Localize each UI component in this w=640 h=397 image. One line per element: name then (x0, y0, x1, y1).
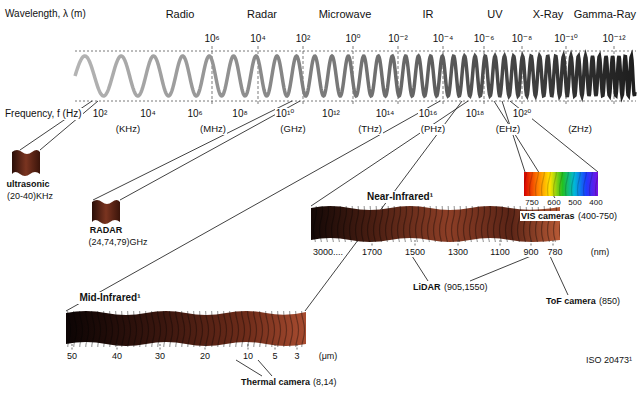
mid-infrared-strip (66, 311, 306, 346)
sensor-name: VIS cameras (520, 211, 576, 221)
visible-strip (524, 172, 598, 196)
frequency-unit: (EHz) (495, 124, 521, 135)
frequency-unit: (MHz) (199, 124, 227, 135)
frequency-value: 10² (92, 108, 108, 120)
scale-value: (μm) (318, 351, 339, 361)
frequency-value: 10¹² (321, 108, 341, 120)
sensor-range: (24,74,79)GHz (87, 237, 148, 247)
sensor-range: (8,14) (312, 377, 338, 387)
frequency-unit: (GHz) (279, 124, 306, 135)
scale-value: 5 (271, 351, 278, 361)
axis-title: Wavelength, λ (m) (4, 8, 87, 20)
wavelength-value: 10⁻¹² (601, 33, 626, 45)
standard-note: ISO 20473¹ (585, 355, 633, 365)
wavelength-value: 10⁴ (249, 33, 266, 45)
scale-value: 1100 (489, 247, 510, 257)
wavelength-value: 10⁻² (387, 33, 409, 45)
scale-value: 600 (546, 198, 561, 207)
scale-value: 40 (111, 351, 123, 361)
scale-value: 900 (522, 247, 539, 257)
frequency-value: 10⁴ (139, 108, 156, 120)
wavelength-value: 10⁻¹⁰ (553, 33, 579, 45)
scale-value: 400 (588, 198, 603, 207)
strip-texture (66, 311, 306, 347)
band-frame (75, 51, 636, 101)
wavelength-value: 10⁶ (203, 33, 220, 45)
scale-value: 20 (199, 351, 211, 361)
scale-value: 780 (546, 247, 563, 257)
band-name: Gamma-Ray (573, 8, 637, 21)
frequency-value: 10²⁰ (512, 108, 532, 120)
spectrum-title: Mid-Infrared¹ (78, 292, 141, 304)
frequency-unit: (THz) (357, 124, 383, 135)
wavelength-value: 10² (295, 33, 311, 45)
sensor-range: (20-40)KHz (6, 191, 54, 201)
frequency-value: 10¹⁴ (375, 108, 396, 120)
axis-title: Frequency, f (Hz) (4, 108, 83, 120)
band-name: X-Ray (532, 8, 565, 21)
frequency-value: 10⁸ (231, 108, 248, 120)
leader-lines (20, 101, 598, 376)
scale-value: 500 (567, 198, 582, 207)
ultrasonic-icon (12, 150, 40, 176)
sensor-range: (905,1550) (443, 282, 489, 292)
band-name: Microwave (318, 8, 373, 21)
wavelength-value: 10⁻⁶ (473, 33, 496, 45)
scale-value: 1300 (447, 247, 469, 257)
wavelength-value: 10⁰ (344, 33, 361, 45)
band-name: Radio (165, 8, 196, 21)
scale-value: 3 (293, 351, 300, 361)
sensor-name: LiDAR (412, 282, 442, 292)
wavelength-value: 10⁻⁸ (511, 33, 534, 45)
sensor-range: (850) (598, 296, 621, 306)
frequency-value: 10¹⁶ (418, 108, 439, 120)
sensor-name: ToF camera (545, 296, 597, 306)
sensor-name: Thermal camera (240, 377, 311, 387)
scale-value: 10 (242, 351, 254, 361)
radar-icon (92, 200, 120, 224)
em-wave (75, 56, 635, 96)
band-name: UV (486, 8, 503, 21)
strip-texture (524, 172, 598, 196)
frequency-unit: (PHz) (420, 124, 446, 135)
wavelength-value: 10⁻⁴ (432, 33, 455, 45)
band-name: Radar (246, 8, 278, 21)
scale-value: 750 (524, 198, 539, 207)
scale-value: 30 (154, 351, 166, 361)
scale-value: (nm) (590, 247, 611, 257)
scale-value: 1500 (404, 247, 426, 257)
sensor-name: RADAR (89, 225, 124, 235)
frequency-unit: (ZHz) (567, 124, 593, 135)
scale-value: 50 (66, 351, 78, 361)
frequency-value: 10⁶ (186, 108, 203, 120)
frequency-unit: (KHz) (115, 124, 141, 135)
sensor-name: ultrasonic (5, 179, 50, 189)
scale-value: 1700 (361, 247, 383, 257)
scale-value: 3000.... (312, 247, 344, 257)
frequency-value: 10¹⁰ (275, 108, 295, 120)
band-name: IR (422, 8, 435, 21)
scale-ticks (372, 240, 553, 247)
scale-ticks (72, 344, 297, 351)
sensor-range: (400-750) (577, 211, 618, 221)
spectrum-title: Near-Infrared¹ (366, 191, 434, 203)
frequency-value: 10¹⁸ (465, 108, 486, 120)
